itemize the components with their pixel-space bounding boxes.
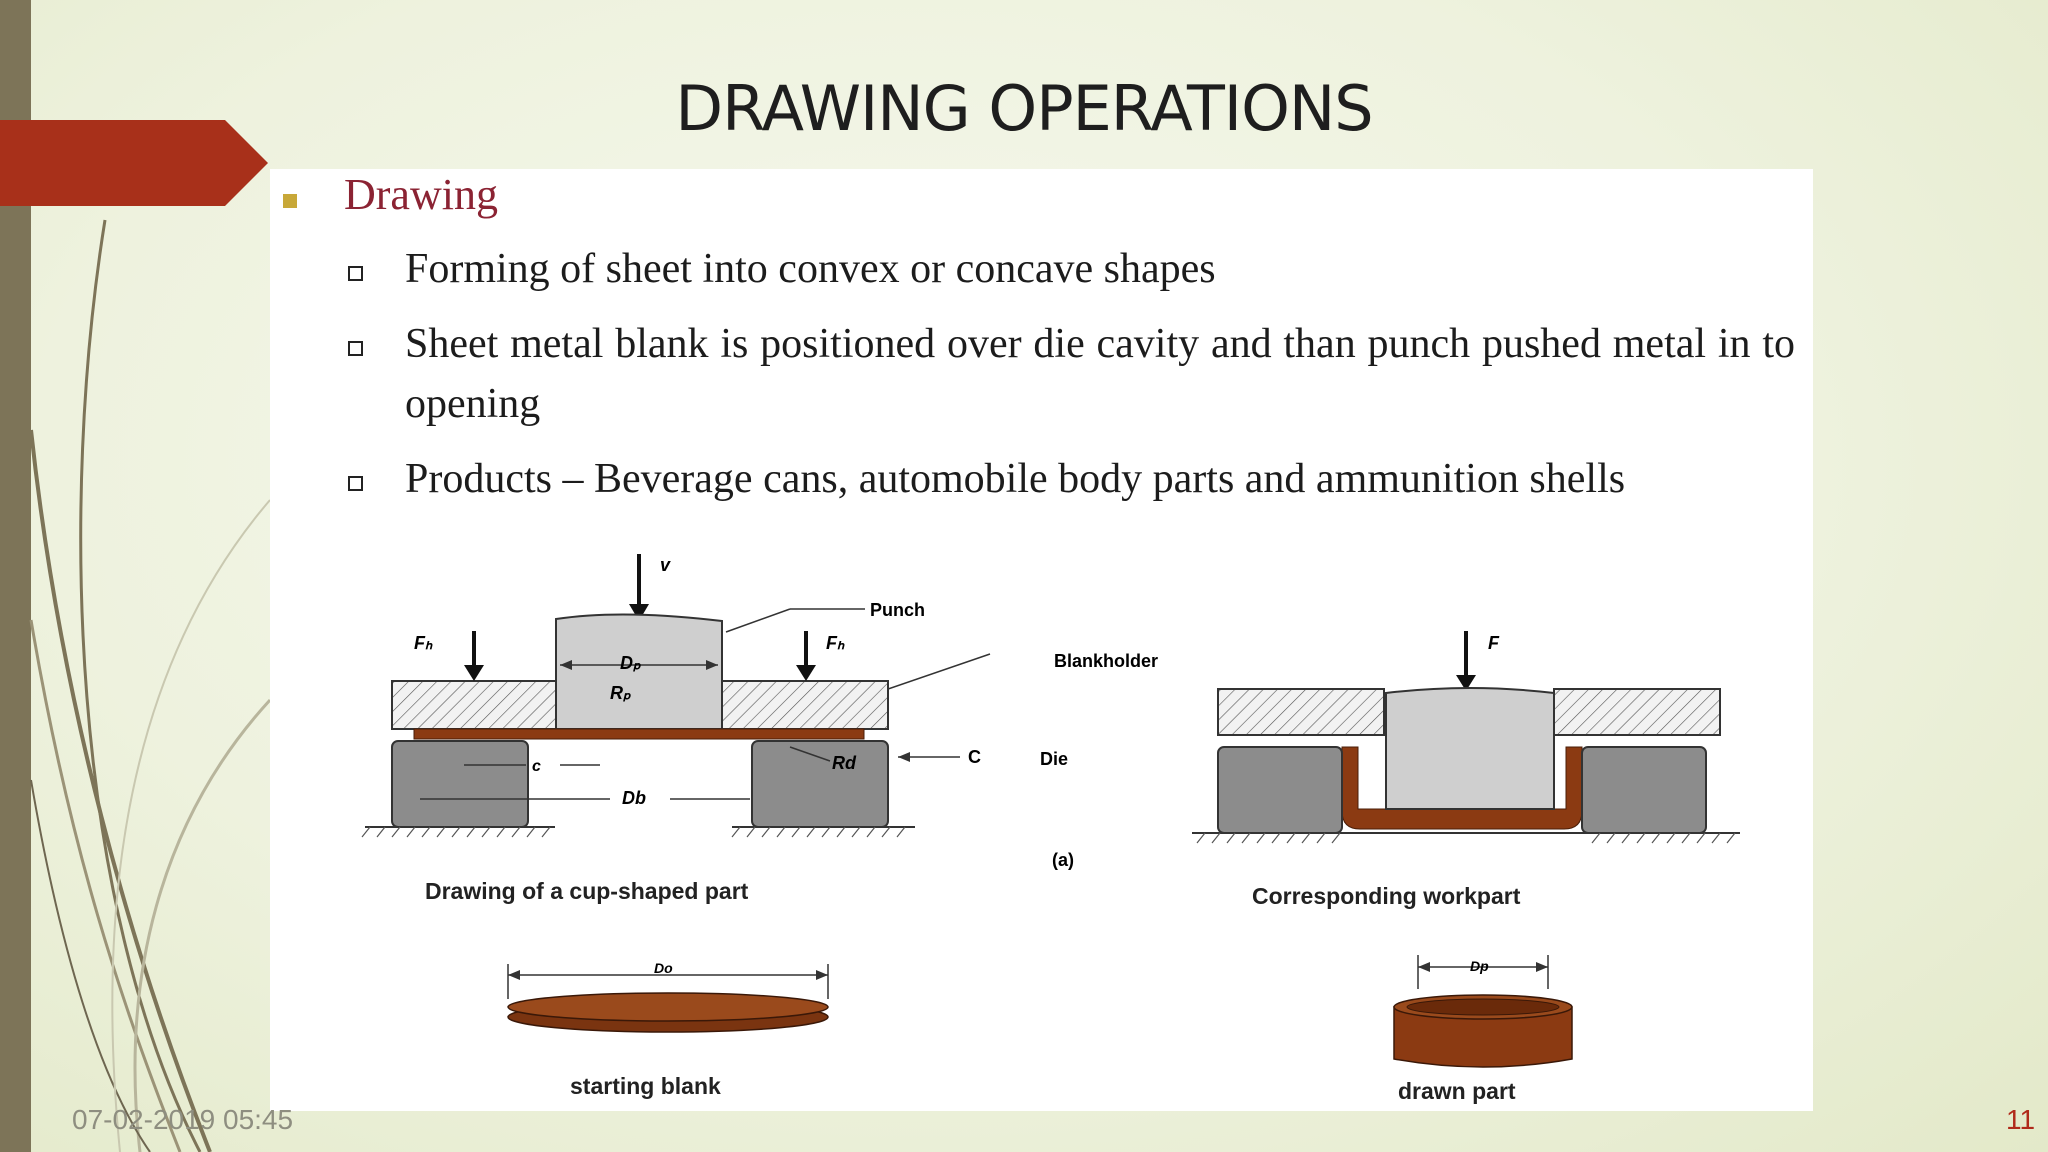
page-number: 11 [2006, 1104, 2036, 1135]
bullet-item-3: Products – Beverage cans, automobile bod… [405, 456, 1626, 502]
label-dp2: Dp [1470, 958, 1489, 974]
bullet-marker-3 [348, 476, 363, 491]
left-assembly: v Fₕ Fₕ Dₚ [361, 554, 1158, 904]
label-rd: Rd [832, 753, 857, 773]
label-punch: Punch [870, 600, 925, 620]
label-f: F [1488, 633, 1500, 653]
caption-left: Drawing of a cup-shaped part [425, 878, 749, 904]
label-a: (a) [1052, 850, 1074, 870]
bullet-item-1: Forming of sheet into convex or concave … [405, 246, 1216, 292]
label-fh-left: Fₕ [414, 633, 433, 653]
label-c: c [532, 758, 541, 775]
label-die: Die [1040, 749, 1068, 769]
label-db: Db [622, 788, 646, 808]
heading-bullet [283, 194, 297, 208]
bullet-item-2: Sheet metal blank is positioned over die… [405, 321, 1795, 427]
label-rp: Rₚ [610, 683, 631, 703]
caption-drawn-part: drawn part [1398, 1078, 1516, 1104]
caption-right: Corresponding workpart [1252, 883, 1521, 909]
label-dp: Dₚ [620, 653, 641, 673]
content-panel: Drawing Forming of sheet into convex or … [270, 169, 1813, 1111]
label-blankholder: Blankholder [1054, 651, 1158, 671]
drawing-operation-diagram: v Fₕ Fₕ Dₚ [361, 554, 1740, 1104]
label-v: v [660, 555, 671, 575]
starting-blank-figure: Do starting blank [507, 960, 829, 1099]
decorative-swoosh-lines [29, 219, 272, 1152]
red-arrow-banner [0, 120, 268, 206]
bullet-marker-1 [348, 266, 363, 281]
label-do: Do [654, 960, 673, 976]
right-assembly: F Corresponding workpart [1192, 631, 1740, 909]
section-heading: Drawing [344, 170, 498, 219]
label-c-right: C [968, 747, 981, 767]
caption-starting-blank: starting blank [570, 1073, 721, 1099]
slide-title: DRAWING OPERATIONS [675, 72, 1373, 145]
drawn-part-figure: Dp drawn part [1393, 955, 1573, 1104]
slide-date: 07-02-2019 05:45 [72, 1104, 294, 1135]
label-fh-right: Fₕ [826, 633, 845, 653]
bullet-marker-2 [348, 341, 363, 356]
